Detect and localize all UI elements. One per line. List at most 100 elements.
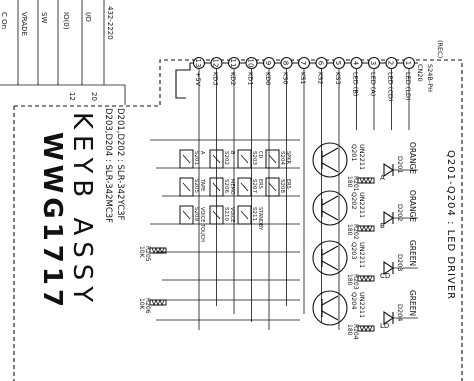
led-color: GREEN [408, 240, 417, 266]
switch-note: STANDBY [257, 207, 263, 231]
pin-signal-label: KS2 [317, 72, 325, 85]
left-label-5: I/O [84, 12, 92, 22]
transistor-leads [321, 195, 339, 221]
transistor-ref: Q203 [350, 242, 358, 260]
transistor-leads [321, 295, 339, 321]
switch-ref: S209 [193, 207, 199, 221]
transistor-ref: Q204 [350, 292, 358, 310]
resistor-zigzag [151, 298, 165, 307]
left-label-4: IO(0) [62, 12, 70, 30]
resistor-zigzag [359, 176, 373, 185]
pin-signal-label: KS1 [299, 72, 307, 85]
pin-number: 9 [264, 61, 272, 65]
resistor-ref: R204 [352, 324, 359, 340]
connector-pin [280, 56, 293, 70]
pin-signal-label: KD1 [247, 72, 255, 85]
resistor-value: 180 [346, 324, 353, 336]
switch-note: TAPE [199, 178, 205, 191]
switch-note: ERS [257, 179, 263, 189]
connector-pin [385, 56, 398, 70]
connector-pin [332, 56, 346, 70]
resistor-ref: R203 [352, 274, 359, 290]
left-label-3: SW [40, 12, 48, 23]
left-label-2: VRADE [20, 12, 28, 36]
transistor-part: UN2211 [358, 242, 366, 268]
led-mark: B [380, 222, 385, 230]
transistor-part: UN2211 [358, 144, 366, 170]
transistor-symbol [312, 290, 348, 326]
switch-ref: S204 [279, 151, 285, 165]
switch-note: SPKR [285, 151, 291, 164]
switch-contact [268, 154, 277, 164]
connector-pin [227, 56, 241, 70]
switch-contact [182, 182, 191, 192]
pin-number: 12 [212, 59, 220, 68]
switch-ref: S201 [193, 151, 199, 165]
led-part-note-1: D201,D202 : SLR-342YC3F [115, 108, 125, 221]
switch-contact [268, 182, 277, 192]
switch-ref: S210 [223, 207, 229, 221]
transistor-symbol [312, 240, 348, 276]
resistor-zigzag [359, 274, 373, 283]
pin-signal-label: KD2 [229, 72, 237, 85]
connector-header-1: CN20 [416, 64, 424, 82]
connector-pin [350, 56, 363, 70]
pin-number: 6 [317, 61, 325, 66]
left-label-7: 12 [68, 92, 76, 101]
resistor-ref: R201 [352, 176, 359, 192]
switch-ref: S208 [279, 179, 285, 193]
pin-number: 13 [194, 59, 202, 68]
resistor-value: 180 [346, 176, 353, 188]
resistor-value: 180 [346, 224, 353, 236]
connector-pin [297, 56, 311, 70]
pin-number: 10 [247, 59, 255, 68]
led-mark: CD [380, 272, 390, 280]
pin-signal-label: LED (B) [352, 72, 360, 96]
connector-pin [245, 56, 258, 70]
led-part-note-2: D203,D204 : SLR-342MC3F [103, 108, 113, 223]
transistor-part: UN2211 [358, 192, 366, 218]
transistor-leads [321, 147, 339, 173]
left-label-0: 432-2220 [106, 6, 114, 40]
resistor-value: 180 [346, 274, 353, 286]
pin-signal-label: LED (CD) [387, 72, 395, 101]
wire-traces [150, 63, 410, 330]
connector-top-label: (REC) [436, 40, 444, 58]
pin-number: 2 [387, 61, 395, 65]
driver-note: Q201-Q204 : LED DRIVER [445, 150, 456, 300]
switch-note: A [199, 151, 205, 155]
led-ref: D203 [396, 254, 404, 271]
led-symbol [383, 210, 394, 226]
led-color: GREEN [408, 290, 417, 316]
board-outline [13, 59, 463, 381]
switch-contact [240, 210, 249, 220]
connector-pin [402, 56, 416, 70]
switch-note: ERS [285, 179, 291, 189]
switch-ref: S206 [223, 179, 229, 193]
connector-header-2: S24B-PH [426, 64, 434, 92]
led-ref: D204 [396, 304, 404, 321]
resistor-zigzag [359, 324, 373, 333]
resistor-zigzag [359, 224, 373, 233]
resistor-ref: R202 [352, 224, 359, 240]
pin-signal-label: KS3 [334, 72, 342, 85]
led-color: ORANGE [408, 142, 417, 174]
pin-number: 7 [299, 61, 307, 65]
pin-signal-label: LED (LD) [404, 72, 412, 101]
resistor-value: 10K [138, 298, 145, 311]
switch-contact [240, 154, 249, 164]
connector-pin [262, 56, 276, 70]
transistor-part: UN2211 [358, 292, 366, 318]
switch-ref: S202 [223, 151, 229, 165]
switch-note: B [229, 151, 235, 155]
led-symbol [383, 162, 394, 178]
left-wiring: C On VRADE SW IO(0) I/O 432-2220 12 20 [0, 0, 126, 105]
transistor-ref: Q202 [350, 192, 358, 210]
switch-note: VOICE [229, 207, 235, 222]
pin-signal-label: LED (A) [369, 72, 377, 96]
switch-contact [240, 182, 249, 192]
